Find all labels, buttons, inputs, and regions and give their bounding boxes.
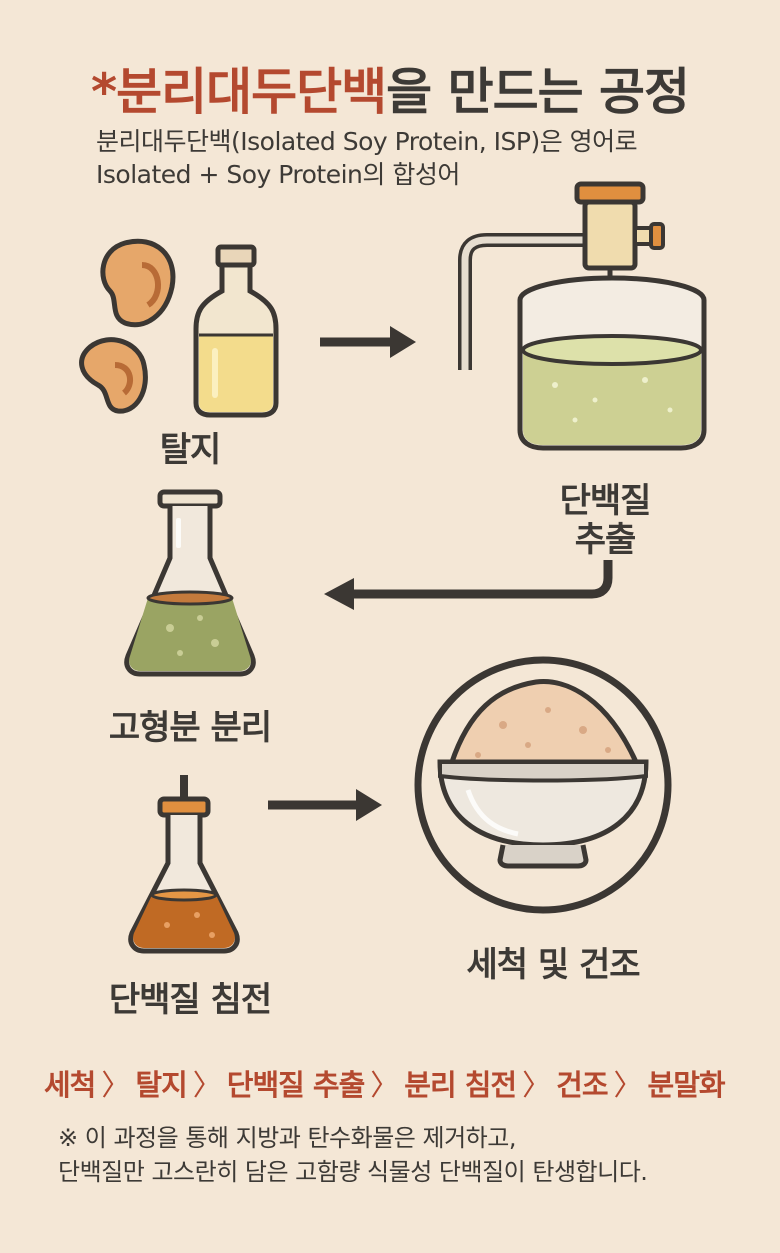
flow-separator: 〉 <box>370 1068 399 1102</box>
flow-item: 건조 <box>556 1068 608 1102</box>
process-flow: 세척〉탈지〉단백질 추출〉분리 침전〉건조〉분말화 <box>44 1062 726 1104</box>
flow-item: 탈지 <box>135 1068 187 1102</box>
flow-item: 단백질 추출 <box>226 1068 365 1102</box>
soybean-icon <box>79 238 176 414</box>
arrow-right-icon <box>320 326 416 358</box>
flow-separator: 〉 <box>522 1068 551 1102</box>
arrow-left-icon <box>324 560 613 610</box>
note-line-2: 단백질만 고스란히 담은 고함량 식물성 단백질이 탄생합니다. <box>58 1158 648 1186</box>
powder-bowl-icon <box>414 656 672 914</box>
flow-separator: 〉 <box>192 1068 222 1102</box>
flow-separator: 〉 <box>613 1068 643 1102</box>
step-label-separate: 고형분 분리 <box>108 708 272 748</box>
flow-item: 분말화 <box>647 1068 726 1102</box>
note-line-1: ※ 이 과정을 통해 지방과 탄수화물은 제거하고, <box>58 1124 516 1152</box>
step-label-extract-1: 단백질 <box>559 481 652 521</box>
title-rest: 을 만드는 공정 <box>386 63 690 121</box>
erlenmeyer-flask-icon <box>124 489 256 677</box>
extraction-tank-icon <box>458 181 707 451</box>
subtitle-line-1: 분리대두단백(Isolated Soy Protein, ISP)은 영어로 <box>96 127 638 156</box>
oil-bottle-icon <box>193 244 279 418</box>
step-label-precipitate: 단백질 침전 <box>108 980 272 1020</box>
arrow-right-icon <box>268 789 382 821</box>
flow-item: 세척 <box>44 1068 96 1102</box>
step-label-extract-2: 추출 <box>574 520 637 560</box>
title-accent: *분리대두단백 <box>91 63 387 121</box>
page-title: *분리대두단백을 만드는 공정 <box>0 52 780 124</box>
step-label-defat: 탈지 <box>159 430 222 470</box>
flow-item: 분리 침전 <box>404 1068 517 1102</box>
flow-separator: 〉 <box>101 1068 130 1102</box>
step-label-wash-dry: 세척 및 건조 <box>466 945 640 985</box>
subtitle-line-2: Isolated + Soy Protein의 합성어 <box>96 160 460 189</box>
dropper-flask-icon <box>128 775 240 954</box>
